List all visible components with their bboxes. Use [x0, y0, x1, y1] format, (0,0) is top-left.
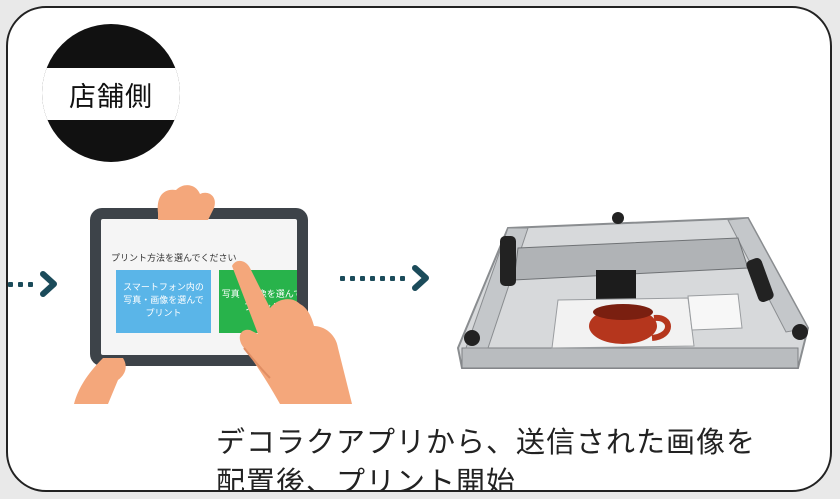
caption: デコラクアプリから、送信された画像を 配置後、プリント開始 — [216, 422, 757, 492]
arrow-dot — [370, 275, 375, 281]
arrow-dot — [350, 275, 355, 281]
right-knob-icon — [746, 257, 774, 303]
badge-label: 店舗側 — [69, 81, 153, 113]
badge-band: 店舗側 — [42, 68, 180, 120]
screen-title: プリント方法を選んでください — [111, 254, 237, 264]
print-selected-image-button[interactable]: 写真・画像を選んで プリント — [219, 270, 297, 333]
store-side-badge: 店舗側 — [42, 24, 180, 162]
arrow-dot — [360, 275, 365, 281]
arrow-dot — [340, 275, 345, 281]
printer-machine-image — [456, 212, 810, 369]
incoming-arrow — [8, 271, 60, 297]
arrow-dot — [400, 275, 405, 281]
arrow-dot — [390, 275, 395, 281]
print-from-smartphone-button[interactable]: スマートフォン内の 写真・画像を選んで プリント — [116, 270, 211, 333]
middle-arrow — [340, 265, 432, 291]
arrow-dot — [18, 281, 23, 287]
tablet-device: プリント方法を選んでください スマートフォン内の 写真・画像を選んで プリント … — [90, 208, 308, 366]
tablet-screen: プリント方法を選んでください スマートフォン内の 写真・画像を選んで プリント … — [101, 219, 297, 355]
arrow-dot — [28, 281, 33, 287]
main-frame: 店舗側 プリント方法を選んでください スマートフォン内の 写真・画像を選んで プ… — [6, 6, 832, 492]
arrow-dot — [380, 275, 385, 281]
caption-line-2: 配置後、プリント開始 — [216, 465, 517, 492]
arrow-dot — [8, 281, 13, 287]
left-knob-icon — [500, 236, 516, 286]
arrow-head-icon — [40, 271, 57, 297]
arrow-head-icon — [412, 265, 429, 291]
caption-line-1: デコラクアプリから、送信された画像を — [216, 425, 757, 459]
